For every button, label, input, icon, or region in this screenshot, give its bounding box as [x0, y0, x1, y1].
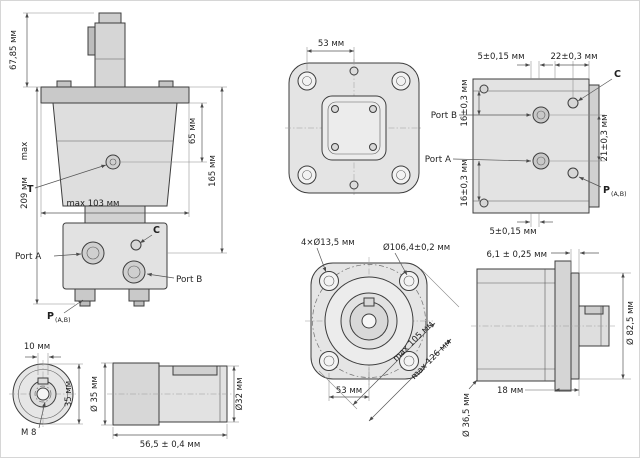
dim-max-prefix: max — [20, 142, 30, 161]
dim-35-flat: 35 мм — [64, 381, 74, 407]
port-b-hole — [122, 260, 146, 284]
dimension-lines-flange-top — [306, 47, 355, 70]
front-keyway — [363, 297, 375, 307]
dim-18: 18 мм — [497, 386, 523, 396]
keyway-slot — [37, 377, 49, 385]
dim-5-bottom: 5±0,15 мм — [490, 227, 537, 237]
dim-10: 10 мм — [24, 342, 50, 352]
view-flange-top: 53 мм — [285, 39, 423, 197]
label-port-a-face: Port A — [425, 155, 451, 165]
dim-22: 22±0,3 мм — [551, 52, 598, 62]
label-port-b: Port B — [176, 275, 202, 285]
shaft-top-cap — [98, 12, 122, 24]
corner-screw-bottom — [479, 198, 489, 208]
dimension-lines-shaft-end — [25, 353, 83, 429]
motor-housing — [52, 102, 178, 207]
motor-body-side — [40, 12, 190, 307]
port-a-inner — [86, 246, 100, 260]
port-b-inner — [127, 265, 141, 279]
mounting-flange-side — [40, 86, 190, 104]
dim-total-height: 209 мм — [20, 177, 30, 209]
dim-16-port-b: 16±0,3 мм — [460, 80, 470, 127]
dim-bolt-circle: Ø106,4±0,2 мм — [383, 242, 450, 253]
view-port-face: 5±0,15 мм 22±0,3 мм C 16±0,3 мм 16±0,3 м… — [425, 52, 627, 237]
flange-bump-right — [158, 80, 174, 88]
dim-165: 165 мм — [208, 155, 218, 187]
c-plug-hole — [130, 239, 142, 251]
m8-hole — [36, 387, 50, 401]
drain-plug-right — [128, 288, 150, 302]
drain-plug-left — [74, 288, 96, 302]
dim-bolt-holes: 4×Ø13,5 мм — [301, 237, 355, 248]
view-mount-flange: 4×Ø13,5 мм Ø106,4±0,2 мм max 105 мм max … — [301, 237, 460, 422]
view-rear: 6,1 ± 0,25 мм Ø 82,5 мм 18 мм Ø 36,5 мм — [461, 249, 636, 437]
dim-shaft-height: 67,85 мм — [9, 30, 19, 70]
port-t-hole — [105, 154, 121, 170]
dim-65: 65 мм — [188, 118, 198, 144]
port-t-inner — [109, 158, 117, 166]
dim-d82-5: Ø 82,5 мм — [625, 301, 636, 345]
dimension-lines-port-face — [452, 61, 613, 227]
shaft-keyway-side — [172, 365, 218, 376]
label-p: P — [47, 311, 54, 322]
port-b-face-hole — [532, 106, 550, 124]
dimension-lines-shaft-side — [101, 362, 239, 439]
label-p-face-sub: (A,B) — [611, 191, 627, 198]
dim-6-1: 6,1 ± 0,25 мм — [487, 250, 548, 260]
label-c: C — [153, 225, 160, 236]
center-hole — [361, 313, 377, 329]
dimension-lines-rear — [468, 249, 631, 396]
top-pin-hole — [349, 66, 359, 76]
label-p-sub: (A,B) — [55, 317, 71, 324]
corner-screw-top — [479, 84, 489, 94]
port-a-hole — [81, 241, 105, 265]
bottom-pin-hole — [349, 180, 359, 190]
dim-16-port-a: 16±0,3 мм — [460, 160, 470, 207]
label-t: T — [27, 184, 34, 195]
dim-d35: Ø 35 мм — [89, 376, 100, 412]
view-side: 67,85 мм max 209 мм 65 мм 165 мм max 103… — [9, 12, 227, 324]
label-port-a: Port A — [15, 252, 41, 262]
shaft-key — [87, 26, 96, 56]
valve-plate-holes — [331, 105, 377, 151]
dim-max-width: max 103 мм — [67, 199, 120, 209]
rear-body — [476, 268, 556, 382]
label-c-port-face: C — [614, 69, 621, 80]
dimension-lines-mount-flange — [316, 247, 460, 422]
flange-bolt-holes — [297, 71, 411, 185]
dim-53-top: 53 мм — [318, 39, 344, 49]
dim-d32: Ø32 мм — [234, 377, 245, 410]
dim-21: 21±0,3 мм — [600, 115, 610, 162]
port-housing — [62, 222, 168, 290]
view-shaft-end: 10 мм 35 мм M 8 — [9, 342, 83, 438]
valve-plate — [321, 95, 387, 161]
c-plug-face — [567, 97, 579, 109]
label-port-b-face: Port B — [431, 111, 457, 121]
label-p-face: P — [603, 185, 610, 196]
valve-plate-inner — [327, 101, 381, 155]
dimension-lines-side — [23, 12, 227, 314]
dim-5-top: 5±0,15 мм — [478, 52, 525, 62]
view-shaft-side: Ø 35 мм Ø32 мм 56,5 ± 0,4 мм — [89, 362, 245, 450]
port-face-end-cap — [588, 84, 600, 208]
dim-53-bottom: 53 мм — [336, 386, 362, 396]
dim-shaft-length: 56,5 ± 0,4 мм — [140, 440, 201, 450]
flange-bump-left — [56, 80, 72, 88]
port-a-face-hole — [532, 152, 550, 170]
plug-tab-right — [133, 300, 145, 307]
label-m8: M 8 — [21, 428, 36, 438]
p-plug-face — [567, 167, 579, 179]
plug-tab-left — [79, 300, 91, 307]
output-shaft — [94, 22, 126, 88]
dim-d36-5: Ø 36,5 мм — [461, 393, 472, 437]
rear-shaft-key — [584, 305, 604, 315]
